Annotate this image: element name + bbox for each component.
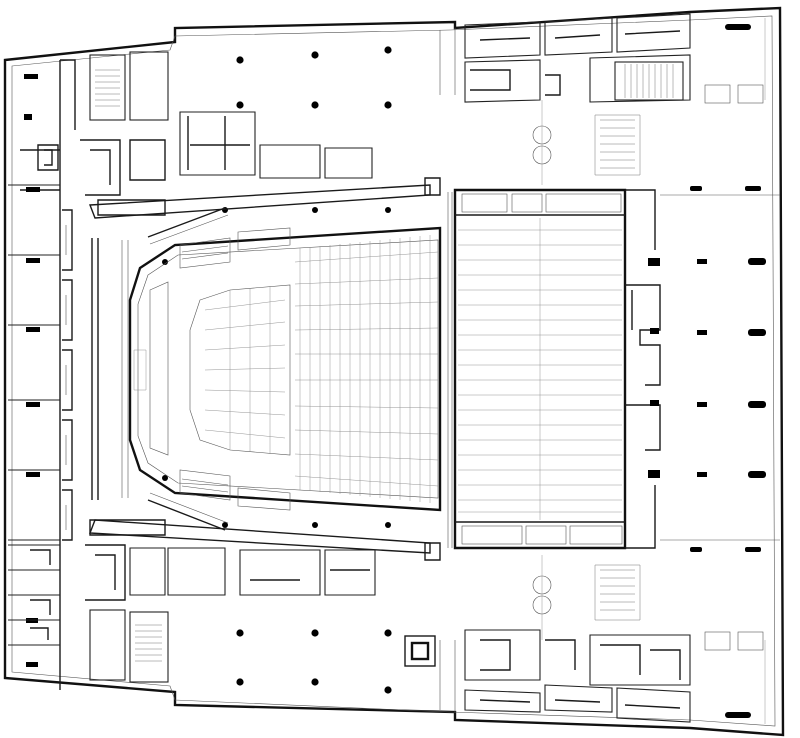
northwest-stair-core [80, 51, 373, 216]
southwest-stair-core [85, 519, 376, 683]
building-envelope [3, 6, 785, 737]
auditorium [128, 226, 442, 512]
column [311, 678, 319, 686]
column [384, 46, 392, 54]
parterre-rows [189, 284, 291, 456]
column [384, 686, 392, 694]
column [236, 101, 244, 109]
column [162, 475, 168, 481]
column [311, 51, 319, 59]
side-balcony-south [179, 469, 291, 511]
column [312, 207, 318, 213]
escalator-south [594, 564, 641, 621]
stair-nw [95, 69, 120, 107]
side-stage-east [625, 186, 780, 552]
lobby-column-grid [162, 46, 392, 694]
northeast-wing [439, 13, 764, 176]
stair-sw [135, 624, 162, 662]
stage-side-piers [648, 186, 766, 552]
column [385, 522, 391, 528]
column [311, 629, 319, 637]
column [162, 259, 168, 265]
column [312, 522, 318, 528]
column [236, 678, 244, 686]
side-balcony-north [179, 227, 291, 269]
stage-slats [458, 218, 622, 520]
stair-ne [624, 64, 674, 98]
axis-vestibules [532, 100, 552, 640]
column [384, 629, 392, 637]
column [385, 207, 391, 213]
column [311, 101, 319, 109]
left-support-wing [8, 59, 76, 690]
seating-rows [294, 235, 439, 503]
southeast-wing [404, 564, 764, 723]
column [222, 207, 228, 213]
column [384, 101, 392, 109]
column [222, 522, 228, 528]
escalator-north [594, 114, 641, 176]
stage [424, 177, 627, 561]
column [236, 629, 244, 637]
column [236, 56, 244, 64]
dressing-room-partitions [62, 209, 73, 541]
